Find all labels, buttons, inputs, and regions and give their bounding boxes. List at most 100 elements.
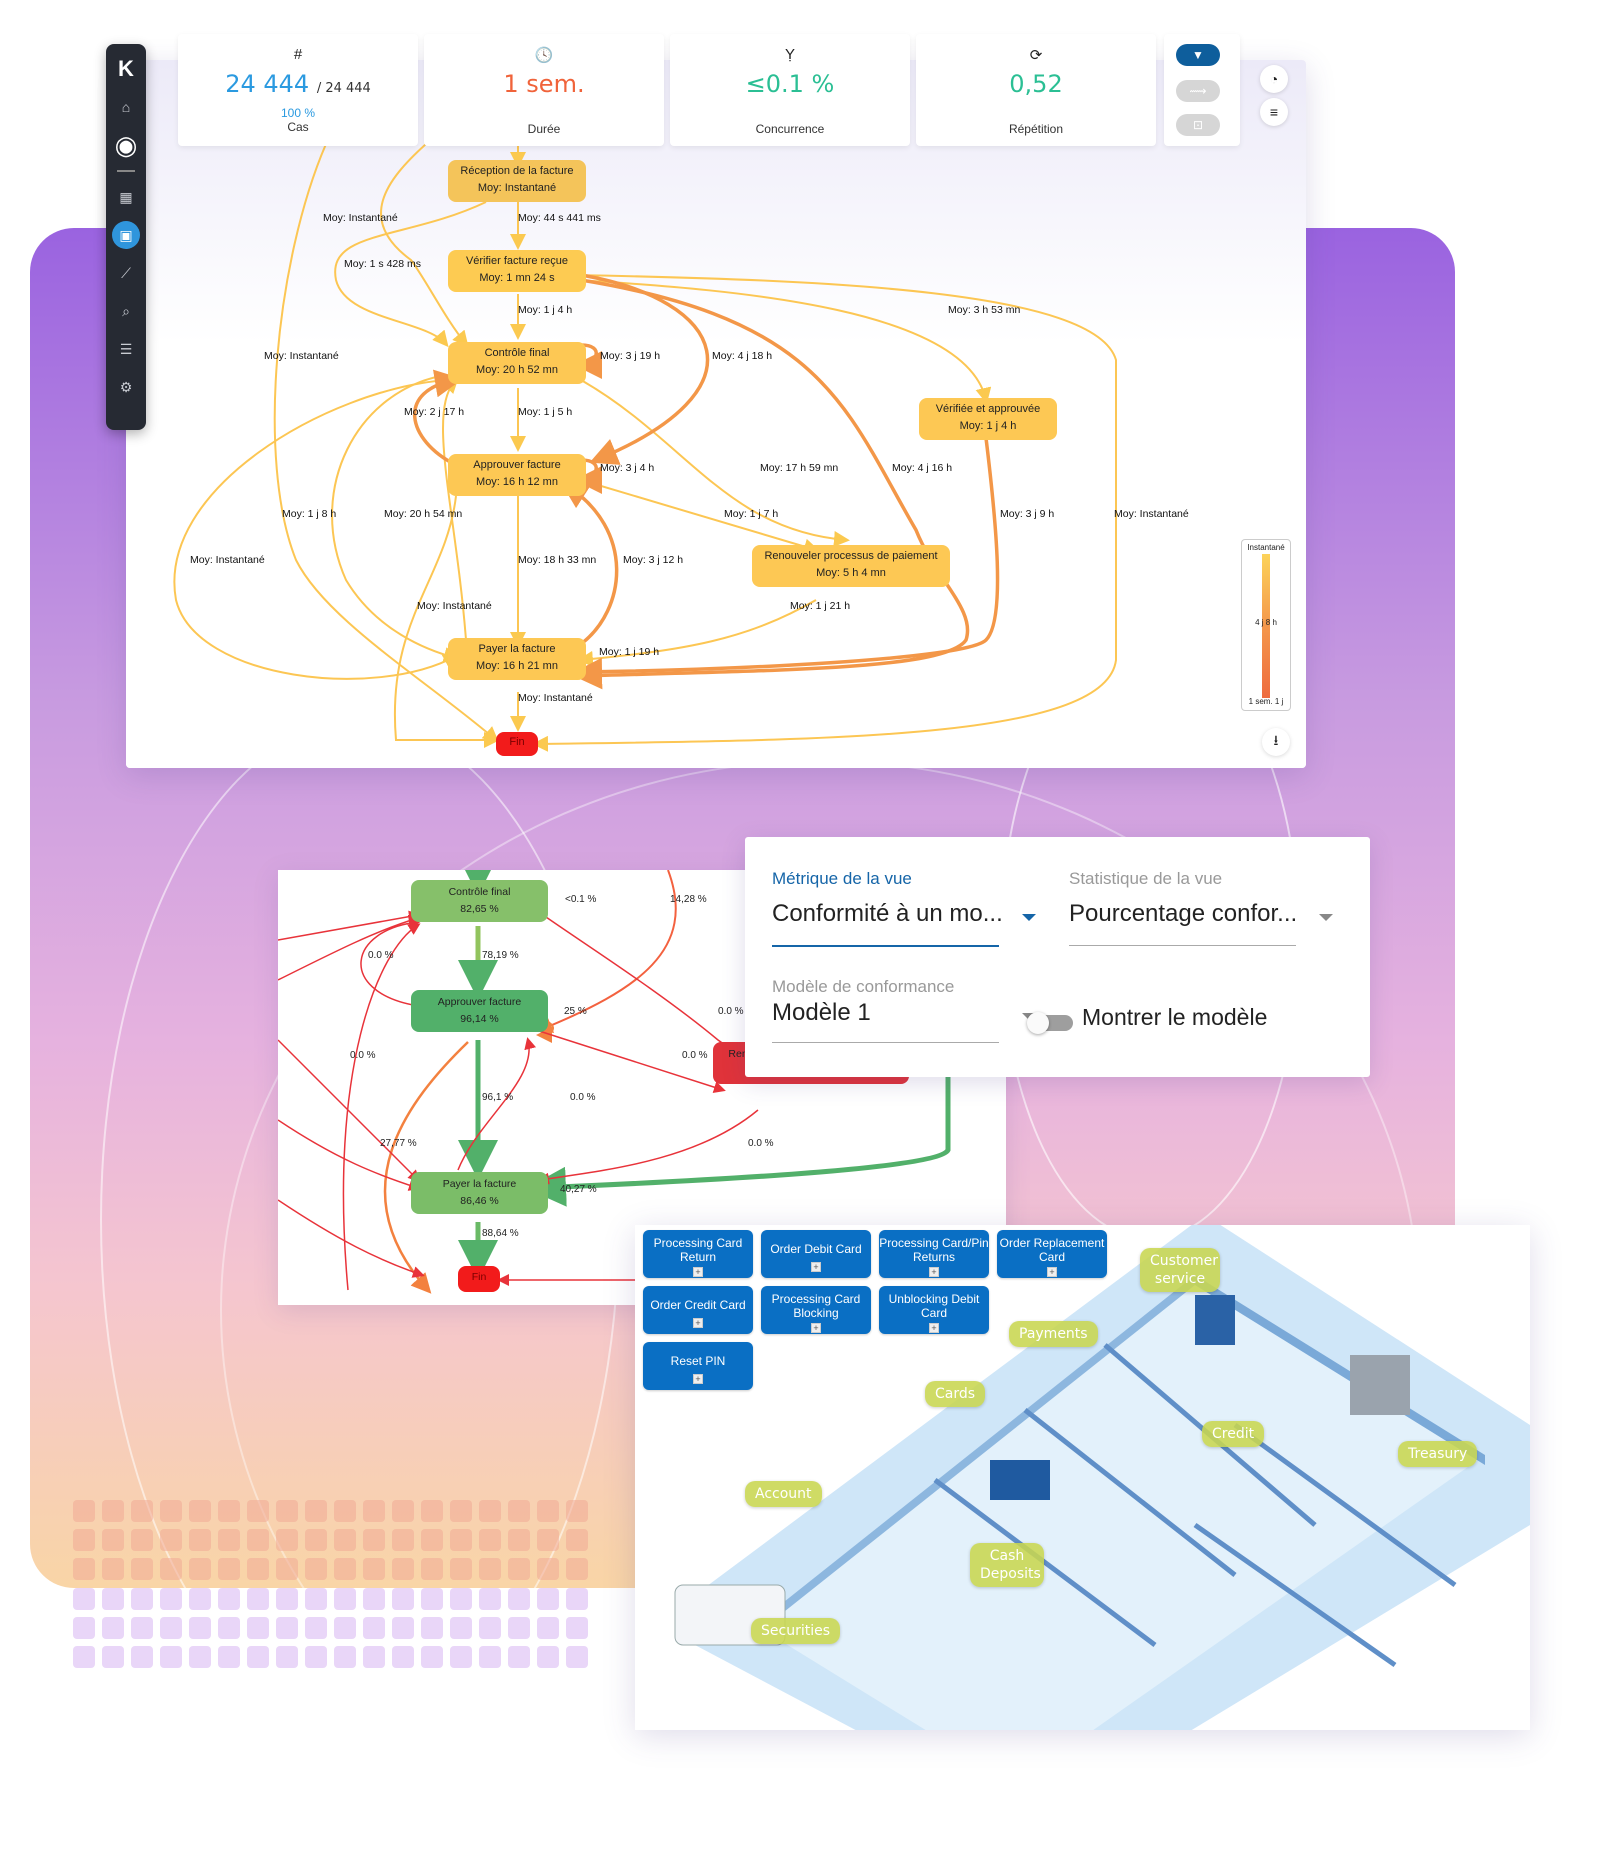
- conf-node-approuver-facture[interactable]: Approuver facture 96,14 %: [411, 990, 548, 1032]
- node-stat: Moy: 1 mn 24 s: [479, 272, 555, 284]
- duration-value: 1 sem.: [503, 70, 585, 98]
- node-reception-facture[interactable]: Réception de la facture Moy: Instantané: [448, 160, 586, 202]
- gauge-icon: ◔: [1269, 71, 1279, 87]
- sidebar-item-trends[interactable]: ⟋: [106, 254, 146, 292]
- repetition-value: 0,52: [1009, 70, 1063, 98]
- expand-plus-icon[interactable]: +: [811, 1262, 821, 1272]
- decor-dot: [334, 1646, 356, 1668]
- sidebar-item-analysis[interactable]: ⌕: [106, 292, 146, 330]
- decor-dot: [102, 1529, 124, 1551]
- service-label: Processing Card Return: [653, 1236, 743, 1264]
- edge: [278, 1039, 421, 1183]
- node-approuver-facture[interactable]: Approuver facture Moy: 16 h 12 mn: [448, 454, 586, 496]
- conf-node-payer-facture[interactable]: Payer la facture 86,46 %: [411, 1172, 548, 1214]
- chevron-down-icon[interactable]: [1319, 914, 1333, 921]
- zone-cash-deposits[interactable]: Cash Deposits: [970, 1543, 1044, 1587]
- edge-label: Moy: Instantané: [518, 692, 593, 704]
- statistic-select[interactable]: Pourcentage confor...: [1069, 900, 1298, 927]
- decor-dot: [73, 1558, 95, 1580]
- decor-dot: [247, 1529, 269, 1551]
- service-processing-card-return[interactable]: Processing Card Return +: [643, 1230, 753, 1278]
- decor-dot: [276, 1558, 298, 1580]
- node-payer-facture[interactable]: Payer la facture Moy: 16 h 21 mn: [448, 638, 586, 680]
- decor-dot: [160, 1529, 182, 1551]
- zone-cards[interactable]: Cards: [925, 1381, 986, 1407]
- zone-payments[interactable]: Payments: [1009, 1321, 1098, 1347]
- edge-label: <0.1 %: [565, 894, 597, 905]
- app-logo[interactable]: K: [106, 50, 146, 88]
- service-processing-card-pin-returns[interactable]: Processing Card/Pin Returns+: [879, 1230, 989, 1278]
- sidebar-item-tags[interactable]: ⌂: [106, 88, 146, 126]
- node-controle-final[interactable]: Contrôle final Moy: 20 h 52 mn: [448, 342, 586, 384]
- bank-floor-illustration: [674, 1225, 1530, 1730]
- service-reset-pin[interactable]: Reset PIN+: [643, 1342, 753, 1390]
- sidebar-item-list[interactable]: ☰: [106, 330, 146, 368]
- edge-label: Moy: 17 h 59 mn: [760, 462, 839, 474]
- edge: [580, 479, 820, 555]
- node-name: Fin: [509, 736, 525, 748]
- sidebar-item-dashboard[interactable]: ▦: [106, 178, 146, 216]
- download-button[interactable]: ⭳: [1262, 728, 1290, 756]
- decor-dot: [218, 1646, 240, 1668]
- bookmark-add-button[interactable]: ⊡: [1176, 114, 1220, 136]
- node-stat: Moy: 1 j 4 h: [959, 420, 1017, 432]
- sidebar-item-profile[interactable]: ◉: [106, 126, 146, 164]
- zone-securities[interactable]: Securities: [751, 1618, 841, 1644]
- node-verifiee-approuvee[interactable]: Vérifiée et approuvée Moy: 1 j 4 h: [919, 398, 1057, 440]
- expand-plus-icon[interactable]: +: [929, 1323, 939, 1333]
- node-stat: Moy: 5 h 4 mn: [816, 567, 886, 579]
- sidebar-item-process-map[interactable]: ▣: [106, 216, 146, 254]
- stat-card-cases: # 24 444 / 24 444 100 % Cas: [178, 34, 418, 146]
- expand-plus-icon[interactable]: +: [693, 1318, 703, 1328]
- decor-dot: [102, 1617, 124, 1639]
- chevron-down-icon[interactable]: [1022, 914, 1036, 921]
- decor-dot: [479, 1558, 501, 1580]
- node-name: Approuver facture: [473, 459, 561, 471]
- node-fin[interactable]: Fin: [496, 732, 538, 756]
- zone-customer-service[interactable]: Customer service: [1140, 1248, 1220, 1292]
- expand-plus-icon[interactable]: +: [1047, 1267, 1057, 1277]
- conf-node-fin[interactable]: Fin: [458, 1266, 500, 1292]
- node-name: Payer la facture: [442, 1178, 517, 1190]
- show-model-toggle[interactable]: [1027, 1012, 1075, 1034]
- trend-chart-icon: ⟋: [121, 264, 131, 281]
- zone-account[interactable]: Account: [745, 1481, 822, 1507]
- expand-plus-icon[interactable]: +: [693, 1267, 703, 1277]
- edge-label: Moy: 1 j 7 h: [724, 508, 779, 520]
- edge: [536, 870, 677, 1033]
- decor-dot: [363, 1617, 385, 1639]
- expand-plus-icon[interactable]: +: [929, 1267, 939, 1277]
- edge-label: Moy: 1 j 5 h: [518, 406, 573, 418]
- expand-plus-icon[interactable]: +: [811, 1323, 821, 1333]
- settings-sliders-button[interactable]: ≡: [1260, 98, 1288, 126]
- node-renouveler-paiement[interactable]: Renouveler processus de paiement Moy: 5 …: [752, 545, 950, 587]
- zone-treasury[interactable]: Treasury: [1398, 1441, 1478, 1467]
- decor-dot: [247, 1617, 269, 1639]
- conf-node-controle-final[interactable]: Contrôle final 82,65 %: [411, 880, 548, 922]
- service-processing-card-blocking[interactable]: Processing Card Blocking+: [761, 1286, 871, 1334]
- service-order-debit-card[interactable]: Order Debit Card+: [761, 1230, 871, 1278]
- service-order-replacement-card[interactable]: Order Replacement Card+: [997, 1230, 1107, 1278]
- service-unblocking-debit-card[interactable]: Unblocking Debit Card+: [879, 1286, 989, 1334]
- performance-button[interactable]: ◔: [1260, 65, 1288, 93]
- decor-dot: [363, 1500, 385, 1522]
- model-select[interactable]: Modèle 1: [772, 999, 871, 1026]
- explore-button[interactable]: ⟿: [1176, 80, 1220, 102]
- decor-dot: [218, 1558, 240, 1580]
- edge-label: Moy: 1 j 21 h: [790, 600, 851, 612]
- edge: [574, 278, 970, 690]
- sliders-icon: ≡: [1269, 104, 1279, 120]
- zone-credit[interactable]: Credit: [1202, 1421, 1265, 1447]
- edge-label: Moy: Instantané: [417, 600, 492, 612]
- expand-plus-icon[interactable]: +: [693, 1374, 703, 1384]
- node-verifier-facture[interactable]: Vérifier facture reçue Moy: 1 mn 24 s: [448, 250, 586, 292]
- filter-button[interactable]: ▼: [1176, 44, 1220, 66]
- stat-card-repetition: ⟳ 0,52 Répétition: [916, 34, 1156, 146]
- metric-select[interactable]: Conformité à un mo...: [772, 900, 1003, 927]
- service-order-credit-card[interactable]: Order Credit Card+: [643, 1286, 753, 1334]
- sidebar-item-settings[interactable]: ⚙: [106, 368, 146, 406]
- statistic-underline: [1069, 945, 1296, 946]
- decor-dot: [334, 1558, 356, 1580]
- concurrency-value: ≤0.1 %: [745, 70, 835, 98]
- edge: [393, 495, 500, 748]
